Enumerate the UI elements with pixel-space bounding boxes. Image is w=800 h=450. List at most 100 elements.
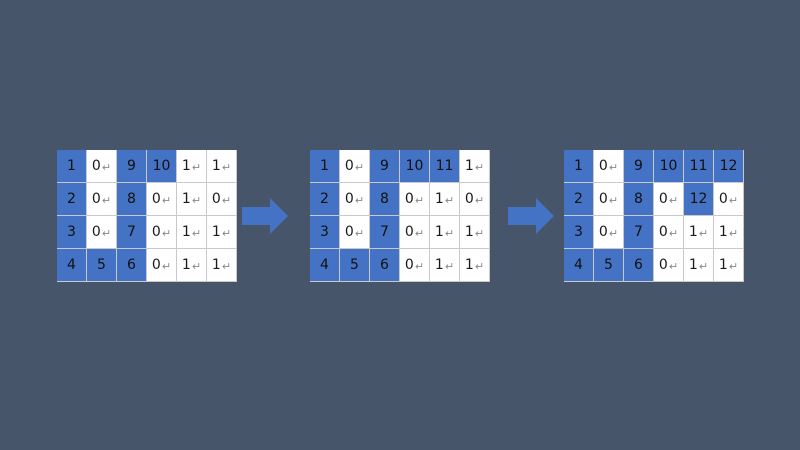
filled-cell: 3 <box>310 216 340 249</box>
cell-value: 0 <box>91 158 101 174</box>
empty-cell: 1↵ <box>684 216 714 249</box>
cell-value: 7 <box>634 224 643 240</box>
empty-cell: 1↵ <box>684 249 714 282</box>
empty-cell: 0↵ <box>147 216 177 249</box>
cell-value: 0 <box>658 257 668 273</box>
filled-cell: 4 <box>310 249 340 282</box>
empty-cell: 1↵ <box>207 249 237 282</box>
cell-value: 11 <box>689 158 708 174</box>
empty-cell: 0↵ <box>207 183 237 216</box>
return-mark-icon: ↵ <box>608 226 619 240</box>
filled-cell: 1 <box>564 150 594 183</box>
empty-cell: 0↵ <box>654 216 684 249</box>
cell-value: 8 <box>127 191 136 207</box>
empty-cell: 0↵ <box>87 150 117 183</box>
return-mark-icon: ↵ <box>354 160 365 174</box>
filled-cell: 7 <box>370 216 400 249</box>
filled-cell: 5 <box>340 249 370 282</box>
cell-value: 5 <box>97 257 106 273</box>
return-mark-icon: ↵ <box>161 259 172 273</box>
cell-value: 1 <box>574 158 583 174</box>
cell-value: 6 <box>634 257 643 273</box>
cell-value: 0 <box>151 191 161 207</box>
empty-cell: 0↵ <box>594 216 624 249</box>
cell-value: 1 <box>320 158 329 174</box>
cell-value: 1 <box>434 224 444 240</box>
empty-cell: 0↵ <box>400 183 430 216</box>
empty-cell: 1↵ <box>207 216 237 249</box>
filled-cell: 11 <box>684 150 714 183</box>
return-mark-icon: ↵ <box>354 226 365 240</box>
return-mark-icon: ↵ <box>414 259 425 273</box>
cell-value: 0 <box>464 191 474 207</box>
cell-value: 1 <box>434 257 444 273</box>
cell-value: 7 <box>380 224 389 240</box>
cell-value: 0 <box>598 158 608 174</box>
cell-value: 0 <box>344 158 354 174</box>
filled-cell: 2 <box>564 183 594 216</box>
return-mark-icon: ↵ <box>698 226 709 240</box>
empty-cell: 0↵ <box>460 183 490 216</box>
return-mark-icon: ↵ <box>101 193 112 207</box>
return-mark-icon: ↵ <box>101 226 112 240</box>
return-mark-icon: ↵ <box>221 259 232 273</box>
filled-cell: 4 <box>564 249 594 282</box>
cell-value: 9 <box>127 158 136 174</box>
empty-cell: 0↵ <box>340 150 370 183</box>
return-mark-icon: ↵ <box>221 193 232 207</box>
empty-cell: 1↵ <box>207 150 237 183</box>
return-mark-icon: ↵ <box>474 193 485 207</box>
empty-cell: 0↵ <box>400 249 430 282</box>
cell-value: 1 <box>181 257 191 273</box>
return-mark-icon: ↵ <box>608 193 619 207</box>
return-mark-icon: ↵ <box>191 160 202 174</box>
cell-value: 1 <box>464 158 474 174</box>
cell-value: 1 <box>688 224 698 240</box>
cell-value: 8 <box>634 191 643 207</box>
cell-value: 1 <box>181 191 191 207</box>
cell-value: 4 <box>320 257 329 273</box>
cell-value: 3 <box>574 224 583 240</box>
filled-cell: 9 <box>370 150 400 183</box>
return-mark-icon: ↵ <box>668 259 679 273</box>
right-arrow-icon <box>242 198 288 234</box>
return-mark-icon: ↵ <box>221 226 232 240</box>
empty-cell: 1↵ <box>177 249 207 282</box>
cell-value: 5 <box>604 257 613 273</box>
right-arrow-icon <box>508 198 554 234</box>
cell-value: 8 <box>380 191 389 207</box>
empty-cell: 0↵ <box>340 183 370 216</box>
filled-cell: 2 <box>310 183 340 216</box>
cell-value: 12 <box>719 158 738 174</box>
cell-value: 2 <box>320 191 329 207</box>
empty-cell: 1↵ <box>430 183 460 216</box>
return-mark-icon: ↵ <box>414 226 425 240</box>
cell-value: 2 <box>574 191 583 207</box>
empty-cell: 0↵ <box>340 216 370 249</box>
return-mark-icon: ↵ <box>728 259 739 273</box>
empty-cell: 0↵ <box>147 249 177 282</box>
cell-value: 1 <box>464 257 474 273</box>
cell-value: 4 <box>574 257 583 273</box>
filled-cell: 3 <box>564 216 594 249</box>
empty-cell: 0↵ <box>594 150 624 183</box>
return-mark-icon: ↵ <box>698 259 709 273</box>
filled-cell: 8 <box>117 183 147 216</box>
filled-cell: 9 <box>117 150 147 183</box>
cell-value: 10 <box>405 158 424 174</box>
return-mark-icon: ↵ <box>191 193 202 207</box>
filled-cell: 10 <box>147 150 177 183</box>
return-mark-icon: ↵ <box>444 259 455 273</box>
cell-value: 1 <box>211 158 221 174</box>
cell-value: 0 <box>344 224 354 240</box>
filled-cell: 5 <box>87 249 117 282</box>
empty-cell: 1↵ <box>714 216 744 249</box>
return-mark-icon: ↵ <box>474 259 485 273</box>
cell-value: 3 <box>67 224 76 240</box>
return-mark-icon: ↵ <box>221 160 232 174</box>
filled-cell: 3 <box>57 216 87 249</box>
return-mark-icon: ↵ <box>191 226 202 240</box>
cell-value: 0 <box>718 191 728 207</box>
